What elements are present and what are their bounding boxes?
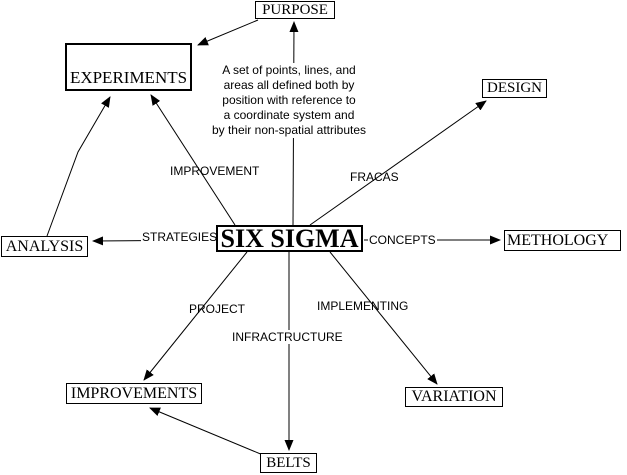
edge-label-fracas[interactable]: FRACAS	[350, 170, 399, 184]
node-variation[interactable]: VARIATION	[405, 387, 503, 407]
node-design-label: DESIGN	[487, 80, 542, 96]
node-experiments-label: EXPERIMENTS	[69, 68, 188, 87]
edge-analysis-experiments	[46, 96, 111, 237]
node-six-sigma[interactable]: SIX SIGMA	[216, 223, 363, 253]
edge-sixsigma-experiments	[150, 94, 236, 226]
node-methology[interactable]: METHOLOGY	[504, 230, 621, 251]
annotation-text-block[interactable]: A set of points, lines, and areas all de…	[190, 63, 388, 138]
node-purpose[interactable]: PURPOSE	[255, 1, 335, 19]
node-methology-label: METHOLOGY	[507, 231, 609, 249]
node-analysis[interactable]: ANALYSIS	[1, 236, 88, 257]
edge-purpose-experiments	[197, 19, 259, 46]
edge-label-strategies[interactable]: STRATEGIES	[141, 230, 219, 244]
annotation-line: A set of points, lines, and	[222, 63, 356, 77]
node-variation-label: VARIATION	[411, 388, 497, 405]
edge-sixsigma-improvements	[143, 251, 248, 381]
node-improvements-label: IMPROVEMENTS	[70, 384, 198, 402]
edge-label-infractructure[interactable]: INFRACTRUCTURE	[231, 330, 344, 344]
edge-label-improvement[interactable]: IMPROVEMENT	[170, 164, 260, 178]
edge-label-concepts[interactable]: CONCEPTS	[368, 233, 437, 247]
node-improvements[interactable]: IMPROVEMENTS	[66, 383, 202, 404]
node-experiments[interactable]: EXPERIMENTS	[65, 43, 192, 91]
edge-sixsigma-design	[309, 100, 487, 226]
edge-sixsigma-variation	[329, 251, 438, 385]
annotation-line: a coordinate system and	[223, 108, 355, 122]
node-analysis-label: ANALYSIS	[5, 237, 84, 255]
node-belts-label: BELTS	[266, 454, 311, 471]
edge-label-implementing[interactable]: IMPLEMENTING	[317, 299, 409, 313]
annotation-line: position with reference to	[222, 93, 356, 107]
annotation-line: areas all defined both by	[223, 78, 355, 92]
edge-belts-improvements	[149, 407, 264, 456]
annotation-line: by their non-spatial attributes	[211, 123, 367, 137]
node-belts[interactable]: BELTS	[260, 453, 317, 473]
node-six-sigma-label: SIX SIGMA	[220, 223, 359, 253]
edge-label-project[interactable]: PROJECT	[189, 302, 246, 316]
node-purpose-label: PURPOSE	[262, 1, 328, 18]
node-design[interactable]: DESIGN	[482, 79, 547, 98]
